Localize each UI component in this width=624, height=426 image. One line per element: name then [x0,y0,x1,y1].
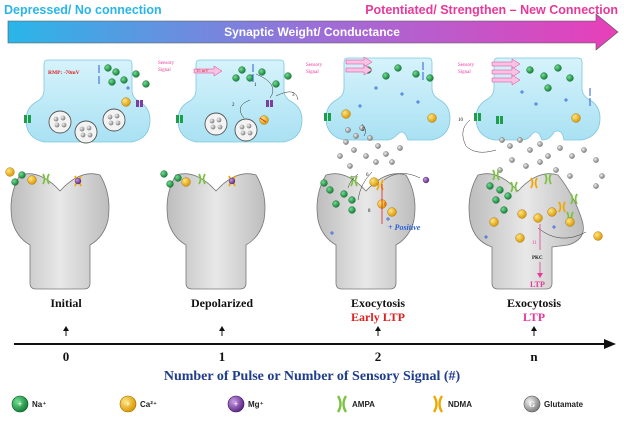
step-10-label: 10 [458,118,464,123]
step-9-label: 9 [384,203,387,208]
legend-calcium-icon: + [119,395,137,413]
voltage-label: 15 mV [196,68,209,73]
signal-label: Signal [158,68,171,73]
sensory-label: Sensory [306,63,323,68]
stage-title: Exocytosis [351,296,405,310]
stage-subtitle: Early LTP [351,310,405,324]
synaptic-weight-label: Synaptic Weight/ Conductance [224,25,400,39]
tick-arrows [63,326,537,336]
stage-title: Initial [50,296,82,310]
legend-magnesium-label: Mg⁺ [248,400,264,409]
sensory-signal-arrow [491,58,521,86]
sensory-signal-arrow [345,56,373,76]
sensory-label: Sensory [158,61,175,66]
step-11-label: 11 [532,241,537,246]
rmp-label: RMP: -70mV [48,70,80,76]
legend-ampa-label: AMPA [352,400,375,409]
postsynaptic-spine [316,173,416,290]
pkc-label: PKC [532,256,543,261]
svg-text:+: + [17,399,22,409]
stage-label-exocytosis-ltp: Exocytosis LTP [469,296,599,324]
panel-depolarized: 1 2 3 Sensory Signal 15 mV [158,59,303,290]
svg-text:+: + [233,399,238,409]
tick-label: 2 [374,349,382,364]
synaptic-weight-arrow [7,13,619,51]
step-2-label: 2 [232,103,235,108]
stage-label-depolarized: Depolarized [157,296,287,310]
step-3-label: 3 [292,93,295,98]
svg-text:G: G [529,400,535,409]
step-5-label: 5 [362,128,365,133]
axis-title: Number of Pulse or Number of Sensory Sig… [163,369,461,384]
tick-label: 1 [218,349,226,364]
legend-glutamate-icon: G [523,395,541,413]
panel-exocytosis-early-ltp: Sensory Signal 5 7 6 [306,56,451,290]
panel-initial: RMP: -70mV [5,59,151,290]
postsynaptic-spine [10,173,110,290]
presynaptic-terminal [24,59,151,144]
legend-glutamate-label: Glutamate [544,400,584,409]
stage-label-exocytosis-early: Exocytosis Early LTP [313,296,443,324]
stage-subtitle: LTP [522,310,546,324]
legend: + + + G [11,395,541,413]
positive-label: + Positive [388,223,421,232]
stage-title: Depolarized [191,296,253,310]
pulse-axis [14,326,616,349]
presynaptic-terminal [176,59,303,143]
panel-exocytosis-ltp: Sensory Signal 10 11 [458,57,605,290]
signal-label: Signal [306,70,319,75]
svg-text:+: + [125,399,130,409]
signal-label: Signal [458,70,471,75]
tick-label: n [530,349,538,364]
legend-magnesium-icon: + [227,395,245,413]
legend-ndma-label: NDMA [448,400,472,409]
step-8-label: 8 [368,209,371,214]
ltp-result-label: LTP [530,280,545,289]
step-1-label: 1 [254,83,257,88]
step-6-label: 6 [366,173,369,178]
legend-ndma-icon [432,395,444,413]
header-depressed-label: Depressed/ No connection [4,3,162,17]
stage-label-initial: Initial [1,296,131,310]
header-potentiated-label: Potentiated/ Strengthen – New Connection [365,3,618,17]
stage-title: Exocytosis [507,296,561,310]
postsynaptic-spine [468,169,584,290]
sensory-signal-arrow [193,65,223,77]
step-7-label: 7 [352,177,355,182]
tick-label: 0 [62,349,70,364]
legend-calcium-label: Ca²⁺ [140,400,158,409]
sensory-label: Sensory [458,63,475,68]
postsynaptic-spine [166,173,266,290]
legend-sodium-label: Na⁺ [32,400,47,409]
presynaptic-terminal [324,57,451,141]
legend-sodium-icon: + [11,395,29,413]
legend-ampa-icon [336,395,348,413]
